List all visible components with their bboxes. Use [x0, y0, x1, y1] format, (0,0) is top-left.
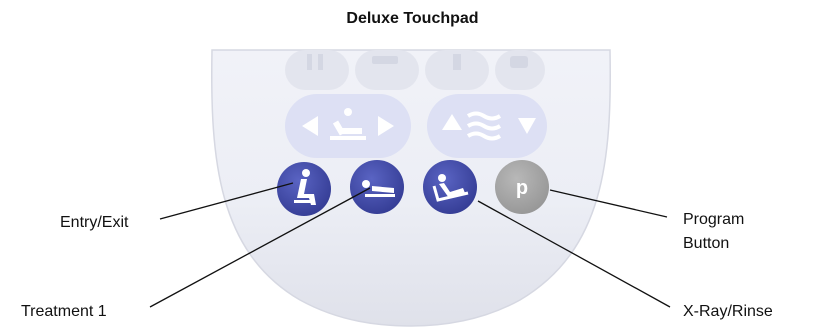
faded-button-4 — [495, 50, 545, 90]
program-label-line2: Button — [683, 235, 730, 252]
program-button[interactable] — [495, 160, 549, 214]
height-down-arrow-icon — [518, 118, 536, 134]
entry-exit-icon — [294, 169, 316, 205]
faded-button-2 — [355, 50, 419, 90]
faded-top-icons — [307, 54, 528, 70]
top-row-faded-buttons — [285, 50, 545, 90]
xray-rinse-button[interactable] — [423, 160, 477, 214]
touchpad-body — [211, 49, 611, 327]
xray-rinse-label: X-Ray/Rinse — [683, 303, 773, 320]
waves-icon — [466, 111, 502, 141]
lying-flat-icon — [362, 180, 395, 197]
diagram-title: Deluxe Touchpad — [346, 10, 479, 27]
entry-exit-callout-line — [159, 182, 294, 220]
treatment-1-label: Treatment 1 — [21, 303, 107, 320]
entry-exit-label: Entry/Exit — [60, 214, 129, 231]
program-callout-line — [549, 189, 668, 218]
recline-chair-icon — [330, 108, 366, 140]
program-button-label: Program Button — [683, 208, 744, 256]
seat-tilt-pill[interactable] — [285, 94, 411, 158]
callout-lines — [149, 182, 671, 308]
pill-icons — [302, 108, 536, 141]
xray-rinse-callout-line — [477, 200, 671, 308]
height-up-arrow-icon — [442, 114, 462, 130]
tilt-left-arrow-icon — [302, 116, 318, 136]
tilt-right-arrow-icon — [378, 116, 394, 136]
treatment-1-callout-line — [149, 187, 371, 308]
reclined-chair-icon — [432, 174, 469, 202]
program-label-line1: Program — [683, 211, 745, 228]
faded-button-1 — [285, 50, 349, 90]
